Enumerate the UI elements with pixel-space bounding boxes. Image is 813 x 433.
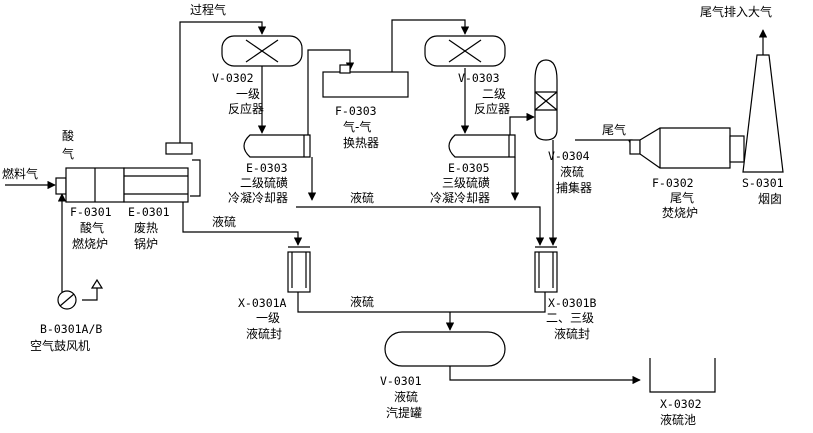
name-x0301a-2: 液硫封 [246, 326, 282, 341]
stack-s0301[interactable] [742, 54, 784, 173]
tag-e0305: E-0305 [448, 161, 490, 175]
name-v0302-1: 一级 [236, 87, 260, 101]
blower-b0301[interactable] [57, 278, 104, 310]
label-liquid-sulfur-1: 液硫 [212, 214, 236, 229]
condenser-e0303[interactable] [243, 134, 311, 158]
name-e0301-1: 废热 [134, 220, 158, 235]
tail-gas-line [575, 139, 637, 148]
name-v0302-2: 反应器 [228, 101, 264, 116]
name-x0302-1: 液硫池 [660, 412, 696, 427]
name-e0305-1: 三级硫磺 [442, 175, 490, 190]
name-s0301-1: 烟囱 [758, 192, 782, 206]
name-f0302-2: 焚烧炉 [662, 206, 698, 220]
tag-s0301: S-0301 [742, 176, 784, 190]
name-v0301-1: 液硫 [394, 389, 418, 404]
reactor-v0303[interactable] [424, 35, 506, 67]
tag-e0301: E-0301 [128, 205, 170, 219]
v0301-to-x0302-line [449, 366, 641, 385]
label-liquid-sulfur-2: 液硫 [350, 190, 374, 205]
f0303-to-v0303-line [391, 19, 470, 72]
label-tail-gas: 尾气 [602, 122, 626, 137]
sulfur-seal-x0301b[interactable] [534, 246, 558, 293]
tag-f0301: F-0301 [70, 205, 112, 219]
furnace-f0301[interactable] [55, 167, 125, 203]
sulfur-header-line [296, 206, 545, 246]
incinerator-f0302[interactable] [629, 127, 745, 169]
labels: 过程气 尾气排入大气 燃料气 酸 气 尾气 液硫 液硫 液硫 V-0302 一级… [2, 2, 784, 427]
tag-v0302: V-0302 [212, 71, 254, 85]
name-x0301b-1: 二、三级 [546, 311, 594, 325]
name-v0304-2: 捕集器 [556, 180, 592, 195]
tag-f0303: F-0303 [335, 104, 377, 118]
tag-x0301b: X-0301B [548, 296, 597, 310]
tag-v0301: V-0301 [380, 374, 422, 388]
exchanger-f0303[interactable] [322, 64, 409, 98]
e0303-to-f0303-line [307, 49, 355, 135]
boiler-bypass-line [190, 159, 201, 197]
name-f0301-2: 燃烧炉 [72, 236, 108, 251]
name-f0302-1: 尾气 [670, 190, 694, 205]
condenser-e0305[interactable] [448, 134, 516, 158]
name-e0303-1: 二级硫磺 [240, 175, 288, 190]
label-tail-gas-to-air: 尾气排入大气 [700, 4, 772, 19]
name-x0301b-2: 液硫封 [554, 326, 590, 341]
e0305-to-v0304-line [509, 112, 535, 135]
label-acid-gas-2: 气 [62, 146, 74, 161]
sulfur-seal-x0301a[interactable] [287, 246, 311, 293]
name-f0301-1: 酸气 [80, 220, 104, 235]
name-e0303-2: 冷凝冷却器 [228, 190, 288, 205]
tag-x0302: X-0302 [660, 397, 702, 411]
tag-e0303: E-0303 [246, 161, 288, 175]
sulfur-trap-v0304[interactable] [534, 59, 558, 141]
name-f0303-2: 换热器 [343, 136, 379, 150]
tag-v0304: V-0304 [548, 149, 590, 163]
name-v0304-1: 液硫 [560, 164, 584, 179]
name-e0305-2: 冷凝冷却器 [430, 190, 490, 205]
stripping-tank-v0301[interactable] [384, 331, 506, 367]
seal-outlet-line [297, 292, 546, 313]
label-acid-gas-1: 酸 [62, 128, 74, 143]
tag-x0301a: X-0301A [238, 296, 287, 310]
name-e0301-2: 锅炉 [134, 236, 158, 251]
reactor-v0302[interactable] [221, 35, 303, 67]
name-x0301a-1: 一级 [256, 311, 280, 325]
name-b0301-1: 空气鼓风机 [30, 338, 90, 353]
piping [5, 19, 768, 385]
name-f0303-1: 气-气 [343, 119, 371, 134]
boiler-e0301[interactable] [123, 142, 193, 203]
label-liquid-sulfur-3: 液硫 [350, 294, 374, 309]
tag-v0303: V-0303 [458, 71, 500, 85]
blower-suction-line [82, 288, 98, 301]
name-v0303-2: 反应器 [474, 101, 510, 116]
label-process-gas: 过程气 [190, 2, 226, 17]
tag-b0301: B-0301A/B [40, 322, 102, 336]
sulfur-pit-x0302[interactable] [649, 358, 716, 393]
process-gas-line [179, 21, 267, 143]
name-v0301-2: 汽提罐 [386, 405, 422, 420]
boiler-to-x0301a-line [182, 202, 303, 246]
name-v0303-1: 二级 [482, 87, 506, 101]
tag-f0302: F-0302 [652, 176, 694, 190]
label-fuel-gas: 燃料气 [2, 166, 38, 181]
